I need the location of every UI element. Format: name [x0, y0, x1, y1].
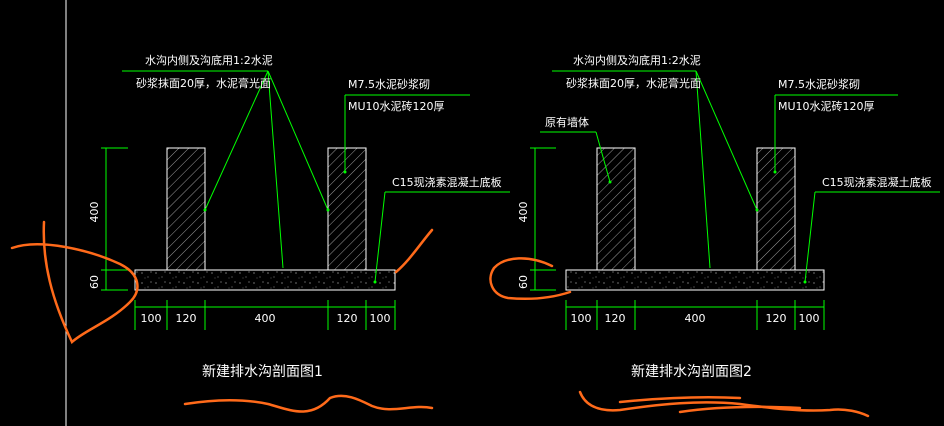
note-slab-2: C15现浇素混凝土底板 — [822, 175, 932, 189]
dim-wall-height: 400 — [88, 202, 101, 223]
dim-bottom2-4: 120 — [766, 312, 787, 325]
note-plaster-line2: 砂浆抹面20厚，水泥膏光面 — [136, 76, 271, 90]
dim-slab-thickness: 60 — [88, 275, 101, 289]
note-plaster-line1-2: 水沟内侧及沟底用1:2水泥 — [573, 53, 701, 67]
dim-bottom2-1: 100 — [571, 312, 592, 325]
dim-bottom2-5: 100 — [799, 312, 820, 325]
dim-bottom-3: 400 — [255, 312, 276, 325]
note-slab: C15现浇素混凝土底板 — [392, 175, 502, 189]
section-1: 400 60 100 120 400 120 100 — [88, 53, 510, 380]
section-2: 400 60 100 120 400 120 100 — [517, 53, 940, 380]
dim-slab-thickness-2: 60 — [517, 275, 530, 289]
markup-strokes — [10, 220, 870, 418]
concrete-slab-2 — [565, 269, 825, 291]
dim-bottom2-3: 400 — [685, 312, 706, 325]
dim-bottom-1: 100 — [141, 312, 162, 325]
dim-bottom-2: 120 — [176, 312, 197, 325]
wall-right-2 — [756, 147, 796, 271]
dim-bottom-4: 120 — [337, 312, 358, 325]
concrete-slab — [134, 269, 396, 291]
wall-right — [327, 147, 367, 271]
note-plaster-line2-2: 砂浆抹面20厚，水泥膏光面 — [566, 76, 701, 90]
note-brick-2: MU10水泥砖120厚 — [778, 99, 875, 113]
note-plaster-line1: 水沟内侧及沟底用1:2水泥 — [145, 53, 273, 67]
note-mortar: M7.5水泥砂浆砌 — [348, 77, 430, 91]
note-brick: MU10水泥砖120厚 — [348, 99, 445, 113]
wall-left — [166, 147, 206, 271]
dim-wall-height-2: 400 — [517, 202, 530, 223]
dim-bottom2-2: 120 — [605, 312, 626, 325]
existing-wall — [596, 147, 636, 271]
note-existing-wall: 原有墙体 — [545, 115, 589, 129]
section-2-title: 新建排水沟剖面图2 — [631, 364, 752, 380]
dim-bottom-5: 100 — [370, 312, 391, 325]
section-1-title: 新建排水沟剖面图1 — [202, 364, 323, 380]
note-mortar-2: M7.5水泥砂浆砌 — [778, 77, 860, 91]
